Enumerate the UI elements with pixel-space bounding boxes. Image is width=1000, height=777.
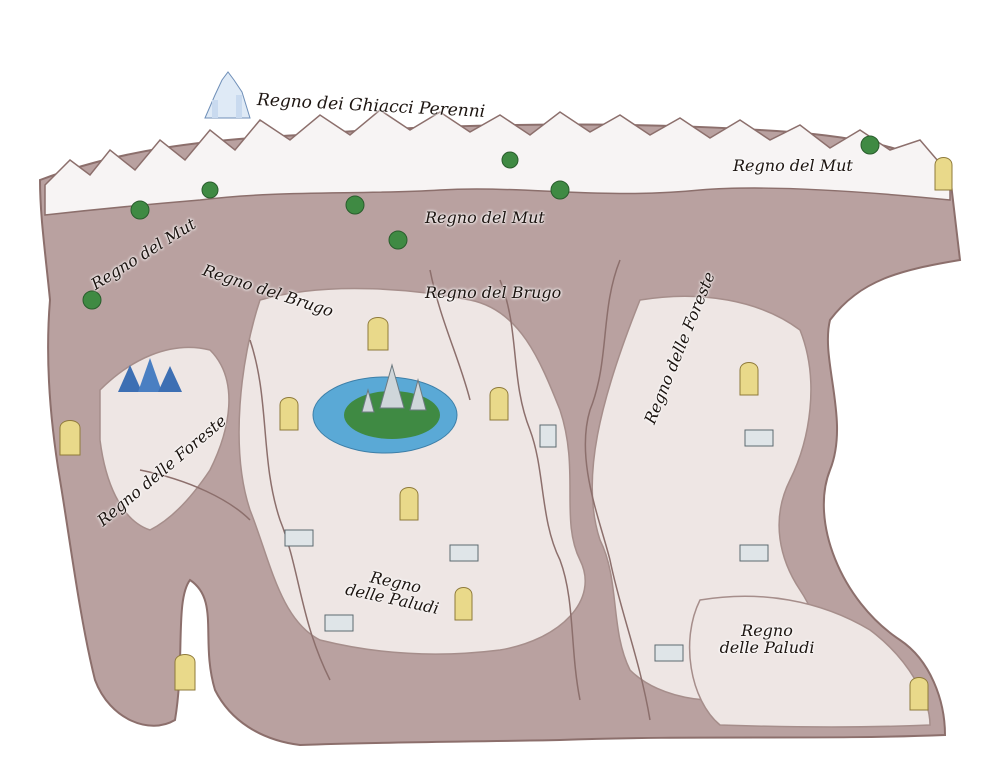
label-regno-paludi-east: Regno delle Paludi xyxy=(712,621,822,657)
southeast-marsh xyxy=(688,595,931,728)
label-regno-mut-center: Regno del Mut xyxy=(425,208,545,227)
ice-castle-icon xyxy=(204,71,251,119)
marsh-towns xyxy=(284,424,774,662)
central-lake xyxy=(312,363,458,454)
towers xyxy=(59,157,953,711)
crystal-city-icon xyxy=(118,358,182,392)
label-regno-paludi-east-line1: Regno xyxy=(741,621,793,640)
rivers xyxy=(139,259,651,721)
forest-clumps xyxy=(82,135,880,310)
snowy-mountains xyxy=(44,109,951,216)
west-plain xyxy=(99,346,230,531)
label-regno-brugo-center: Regno del Brugo xyxy=(425,283,562,302)
central-plain xyxy=(238,287,586,655)
label-regno-paludi-east-line2: delle Paludi xyxy=(719,637,815,657)
label-regno-mut-east: Regno del Mut xyxy=(733,156,853,175)
